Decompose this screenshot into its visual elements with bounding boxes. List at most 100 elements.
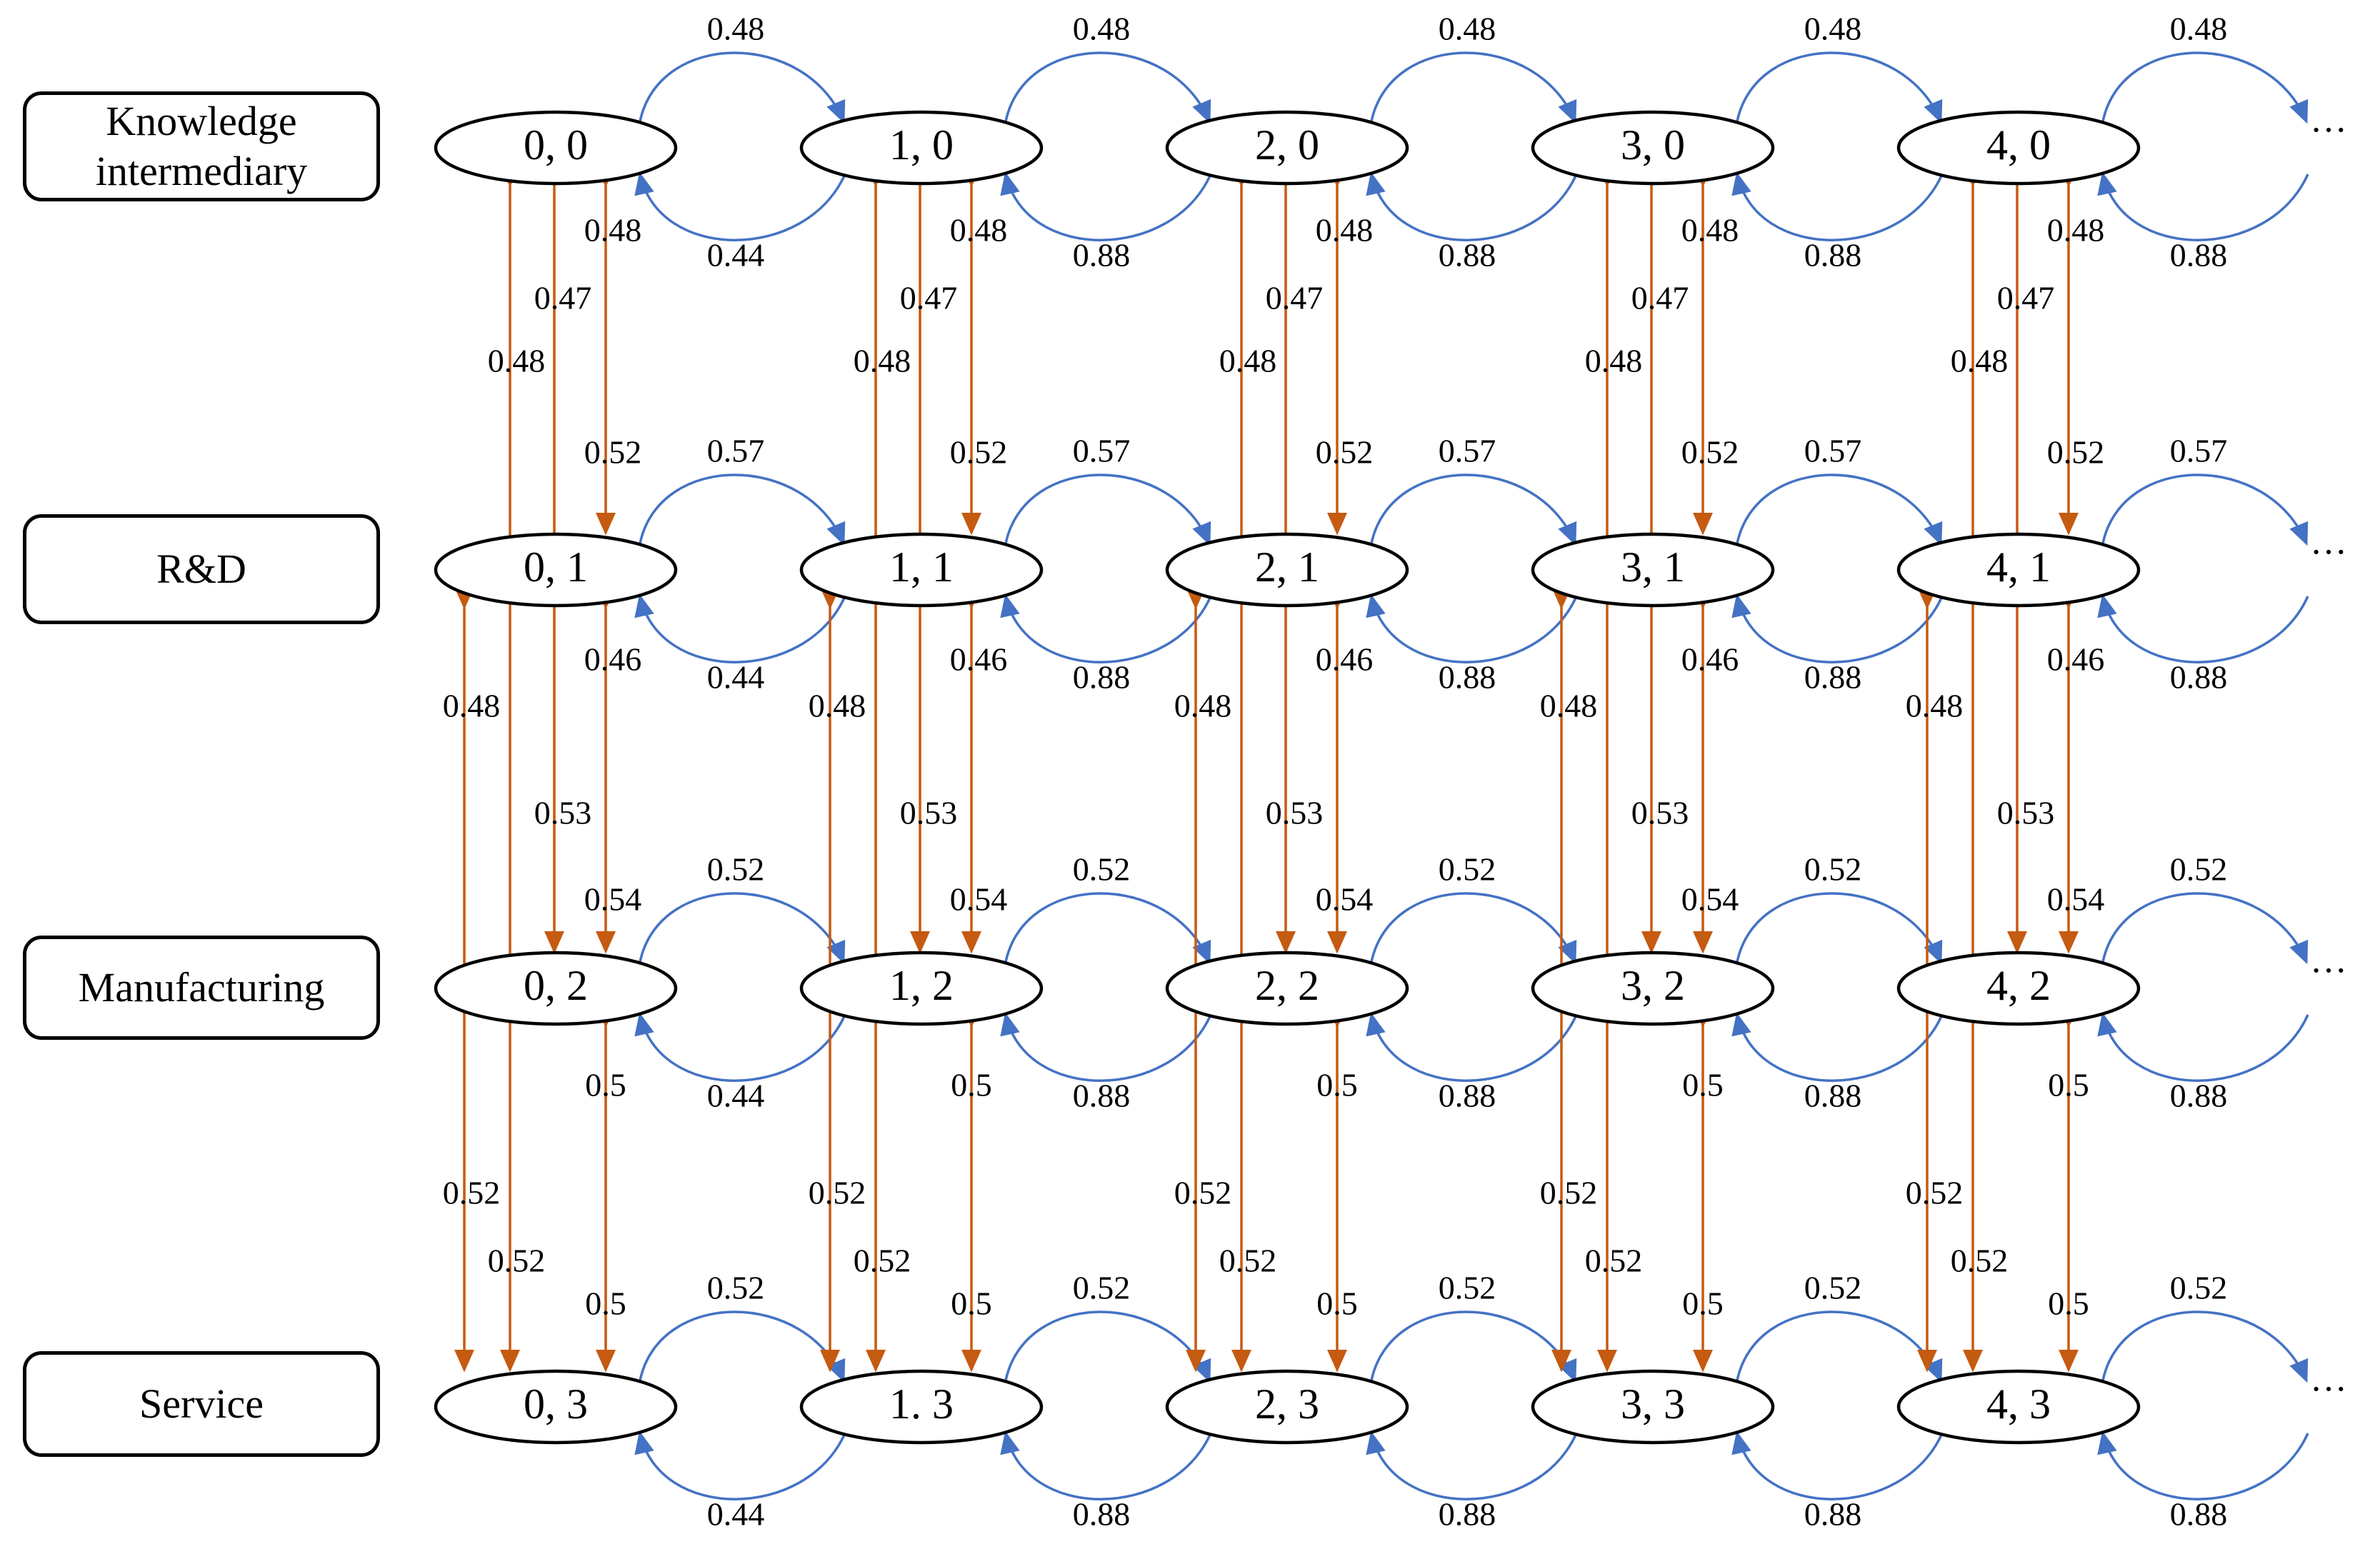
- row-label-text: Service: [139, 1380, 264, 1428]
- vertical-prob-label: 0.5: [1682, 1067, 1724, 1103]
- state-node: [799, 110, 1044, 186]
- state-label: 3, 3: [1621, 1380, 1685, 1428]
- backward-arrow: [1731, 593, 1944, 663]
- state-node: [1165, 951, 1409, 1026]
- forward-arrow: [1736, 51, 1943, 124]
- state-node: [434, 1369, 678, 1445]
- state-label: 4, 1: [1986, 543, 2051, 591]
- vertical-prob-label: 0.5: [2048, 1285, 2089, 1322]
- forward-arrow: [639, 892, 846, 965]
- vertical-prob-label: 0.48: [1951, 343, 2009, 379]
- vertical-prob-label: 0.53: [1997, 795, 2055, 831]
- vertical-prob-label: 0.47: [1997, 280, 2055, 316]
- forward-prob-label: 0.48: [2170, 11, 2228, 47]
- backward-arrow: [2097, 171, 2309, 241]
- backward-arrow: [1731, 171, 1944, 241]
- state-label: 0, 0: [524, 121, 588, 169]
- state-node: [1165, 532, 1409, 608]
- vertical-prob-label: 0.52: [1681, 434, 1739, 471]
- backward-prob-label: 0.88: [2170, 1078, 2228, 1114]
- backward-prob-label: 0.88: [1439, 237, 1496, 274]
- state-node: [1531, 110, 1775, 186]
- backward-prob-label: 0.88: [1439, 1496, 1496, 1533]
- backward-arrow: [2097, 1012, 2309, 1082]
- backward-arrow: [634, 1012, 846, 1082]
- forward-prob-label: 0.48: [1804, 11, 1862, 47]
- state-node: [1531, 532, 1775, 608]
- state-label: 0, 1: [524, 543, 588, 591]
- vertical-prob-label: 0.48: [1316, 212, 1374, 249]
- forward-prob-label: 0.52: [1439, 851, 1496, 888]
- vertical-prob-label: 0.52: [809, 1175, 866, 1211]
- vertical-prob-label: 0.54: [950, 881, 1008, 918]
- backward-arrow: [1366, 1012, 1578, 1082]
- vertical-prob-label: 0.54: [1316, 881, 1374, 918]
- state-node: [1531, 1369, 1775, 1445]
- state-label: 1, 2: [889, 962, 954, 1009]
- backward-prob-label: 0.44: [707, 1496, 765, 1533]
- vertical-prob-label: 0.5: [951, 1285, 992, 1322]
- vertical-prob-label: 0.48: [1681, 212, 1739, 249]
- vertical-prob-label: 0.46: [2047, 641, 2105, 678]
- row-label-text: Knowledge intermediary: [95, 98, 308, 194]
- state-label: 2, 0: [1255, 121, 1319, 169]
- backward-arrow: [1000, 1012, 1212, 1082]
- forward-prob-label: 0.57: [2170, 433, 2228, 469]
- forward-arrow: [1004, 473, 1211, 546]
- vertical-prob-label: 0.52: [950, 434, 1008, 471]
- backward-arrow: [2097, 593, 2309, 663]
- forward-arrow: [2101, 51, 2309, 124]
- vertical-prob-label: 0.48: [1540, 688, 1598, 724]
- state-label: 4, 3: [1986, 1380, 2051, 1428]
- row-label-1: R&D: [23, 514, 380, 624]
- state-node: [1165, 1369, 1409, 1445]
- backward-arrow: [2097, 1430, 2309, 1500]
- forward-prob-label: 0.52: [1073, 1270, 1131, 1306]
- vertical-prob-label: 0.48: [1219, 343, 1277, 379]
- backward-prob-label: 0.88: [2170, 1496, 2228, 1533]
- backward-prob-label: 0.88: [1804, 1078, 1862, 1114]
- forward-prob-label: 0.52: [1073, 851, 1131, 888]
- backward-arrow: [634, 171, 846, 241]
- forward-arrow: [1370, 473, 1577, 546]
- state-label: 2, 3: [1255, 1380, 1319, 1428]
- state-label: 3, 2: [1621, 962, 1685, 1009]
- state-label: 2, 2: [1255, 962, 1319, 1009]
- state-label: 3, 1: [1621, 543, 1685, 591]
- vertical-prob-label: 0.52: [1906, 1175, 1964, 1211]
- vertical-prob-label: 0.52: [1540, 1175, 1598, 1211]
- vertical-prob-label: 0.52: [1951, 1243, 2009, 1279]
- state-node: [799, 1369, 1044, 1445]
- backward-arrow: [634, 593, 846, 663]
- vertical-prob-label: 0.52: [443, 1175, 501, 1211]
- row-ellipsis: ···: [2310, 110, 2347, 151]
- vertical-prob-label: 0.48: [1174, 688, 1232, 724]
- backward-prob-label: 0.88: [2170, 237, 2228, 274]
- vertical-prob-label: 0.52: [1316, 434, 1374, 471]
- forward-prob-label: 0.52: [2170, 1270, 2228, 1306]
- state-label: 1, 1: [889, 543, 954, 591]
- row-label-2: Manufacturing: [23, 936, 380, 1040]
- forward-arrow: [1004, 1310, 1211, 1383]
- backward-prob-label: 0.88: [1073, 1496, 1131, 1533]
- forward-prob-label: 0.52: [2170, 851, 2228, 888]
- vertical-prob-label: 0.52: [2047, 434, 2105, 471]
- forward-prob-label: 0.57: [1439, 433, 1496, 469]
- backward-prob-label: 0.88: [1073, 659, 1131, 696]
- vertical-prob-label: 0.48: [809, 688, 866, 724]
- backward-prob-label: 0.44: [707, 1078, 765, 1114]
- vertical-prob-label: 0.54: [2047, 881, 2105, 918]
- vertical-prob-label: 0.48: [854, 343, 911, 379]
- backward-arrow: [1000, 593, 1212, 663]
- vertical-prob-label: 0.54: [584, 881, 642, 918]
- state-node: [1896, 110, 2141, 186]
- forward-arrow: [1736, 1310, 1943, 1383]
- row-label-text: R&D: [156, 546, 246, 593]
- forward-arrow: [1370, 51, 1577, 124]
- vertical-prob-label: 0.5: [1316, 1285, 1358, 1322]
- backward-arrow: [1366, 1430, 1578, 1500]
- vertical-prob-label: 0.47: [1266, 280, 1324, 316]
- vertical-prob-label: 0.48: [950, 212, 1008, 249]
- state-label: 1, 0: [889, 121, 954, 169]
